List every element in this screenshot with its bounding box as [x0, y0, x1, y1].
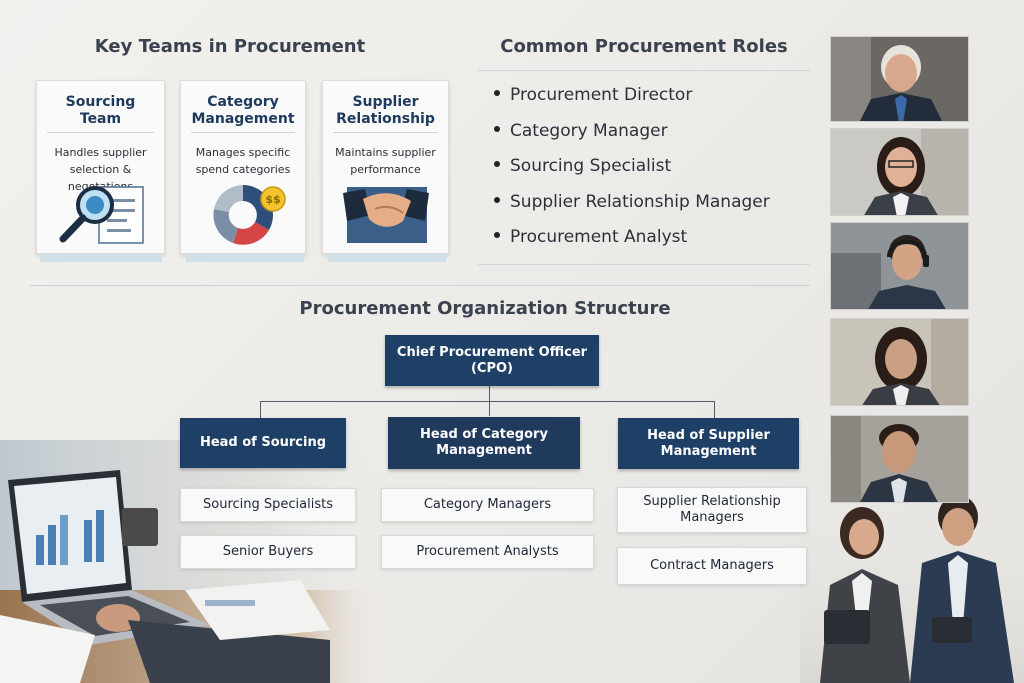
role-label: Supplier Relationship Manager	[510, 192, 770, 212]
divider	[47, 132, 154, 133]
team-card-title: Supplier Relationship	[336, 94, 435, 127]
roles-box	[478, 70, 810, 265]
role-label: Sourcing Specialist	[510, 156, 672, 176]
key-teams-heading: Key Teams in Procurement	[94, 36, 366, 57]
office-laptop-photo	[0, 440, 380, 683]
section-divider	[30, 285, 810, 286]
card-accent	[186, 254, 304, 262]
team-photo	[800, 485, 1024, 683]
cpo-box: Chief Procurement Officer (CPO)	[385, 335, 599, 386]
supplier-relationship-managers-box: Supplier Relationship Managers	[617, 487, 807, 533]
head-of-supplier-box: Head of Supplier Management	[618, 418, 799, 469]
bullet	[494, 197, 500, 203]
role-item: Sourcing Specialist	[494, 156, 671, 176]
team-card-category: Category Management Manages specific spe…	[180, 80, 306, 254]
role-label: Category Manager	[510, 121, 668, 141]
role-item: Category Manager	[494, 121, 668, 141]
portrait-photo	[830, 128, 969, 216]
bullet	[494, 90, 500, 96]
divider	[333, 132, 438, 133]
connector	[260, 401, 261, 418]
handshake-icon	[323, 185, 448, 249]
connector	[260, 401, 715, 402]
team-card-supplier: Supplier Relationship Maintains supplier…	[322, 80, 449, 254]
roles-heading: Common Procurement Roles	[500, 36, 788, 57]
role-label: Procurement Director	[510, 85, 693, 105]
sourcing-specialists-box: Sourcing Specialists	[180, 488, 356, 522]
divider	[191, 132, 295, 133]
role-item: Procurement Director	[494, 85, 692, 105]
team-card-desc: Maintains supplier performance	[335, 146, 436, 176]
bullet	[494, 161, 500, 167]
team-card-sourcing: Sourcing Team Handles supplier selection…	[36, 80, 165, 254]
category-managers-box: Category Managers	[381, 488, 594, 522]
org-heading: Procurement Organization Structure	[299, 298, 671, 319]
portrait-photo	[830, 222, 969, 310]
team-card-title: Sourcing Team	[65, 94, 136, 127]
donut-chart-coin-icon: $$	[181, 185, 305, 249]
role-item: Supplier Relationship Manager	[494, 192, 770, 212]
portrait-photo	[830, 36, 969, 122]
senior-buyers-box: Senior Buyers	[180, 535, 356, 569]
coin-label: $$	[265, 193, 280, 206]
role-label: Procurement Analyst	[510, 227, 688, 247]
bullet	[494, 232, 500, 238]
portrait-photo	[830, 318, 969, 406]
head-of-sourcing-box: Head of Sourcing	[180, 418, 346, 468]
bullet	[494, 126, 500, 132]
card-accent	[40, 254, 162, 262]
head-of-category-box: Head of Category Management	[388, 417, 580, 469]
team-card-desc: Manages specific spend categories	[195, 146, 291, 176]
role-item: Procurement Analyst	[494, 227, 687, 247]
portrait-photo	[830, 415, 969, 503]
connector	[714, 401, 715, 418]
team-card-title: Category Management	[191, 94, 295, 127]
contract-managers-box: Contract Managers	[617, 547, 807, 585]
magnifier-document-icon	[37, 185, 164, 249]
card-accent	[328, 254, 446, 262]
procurement-analysts-box: Procurement Analysts	[381, 535, 594, 569]
